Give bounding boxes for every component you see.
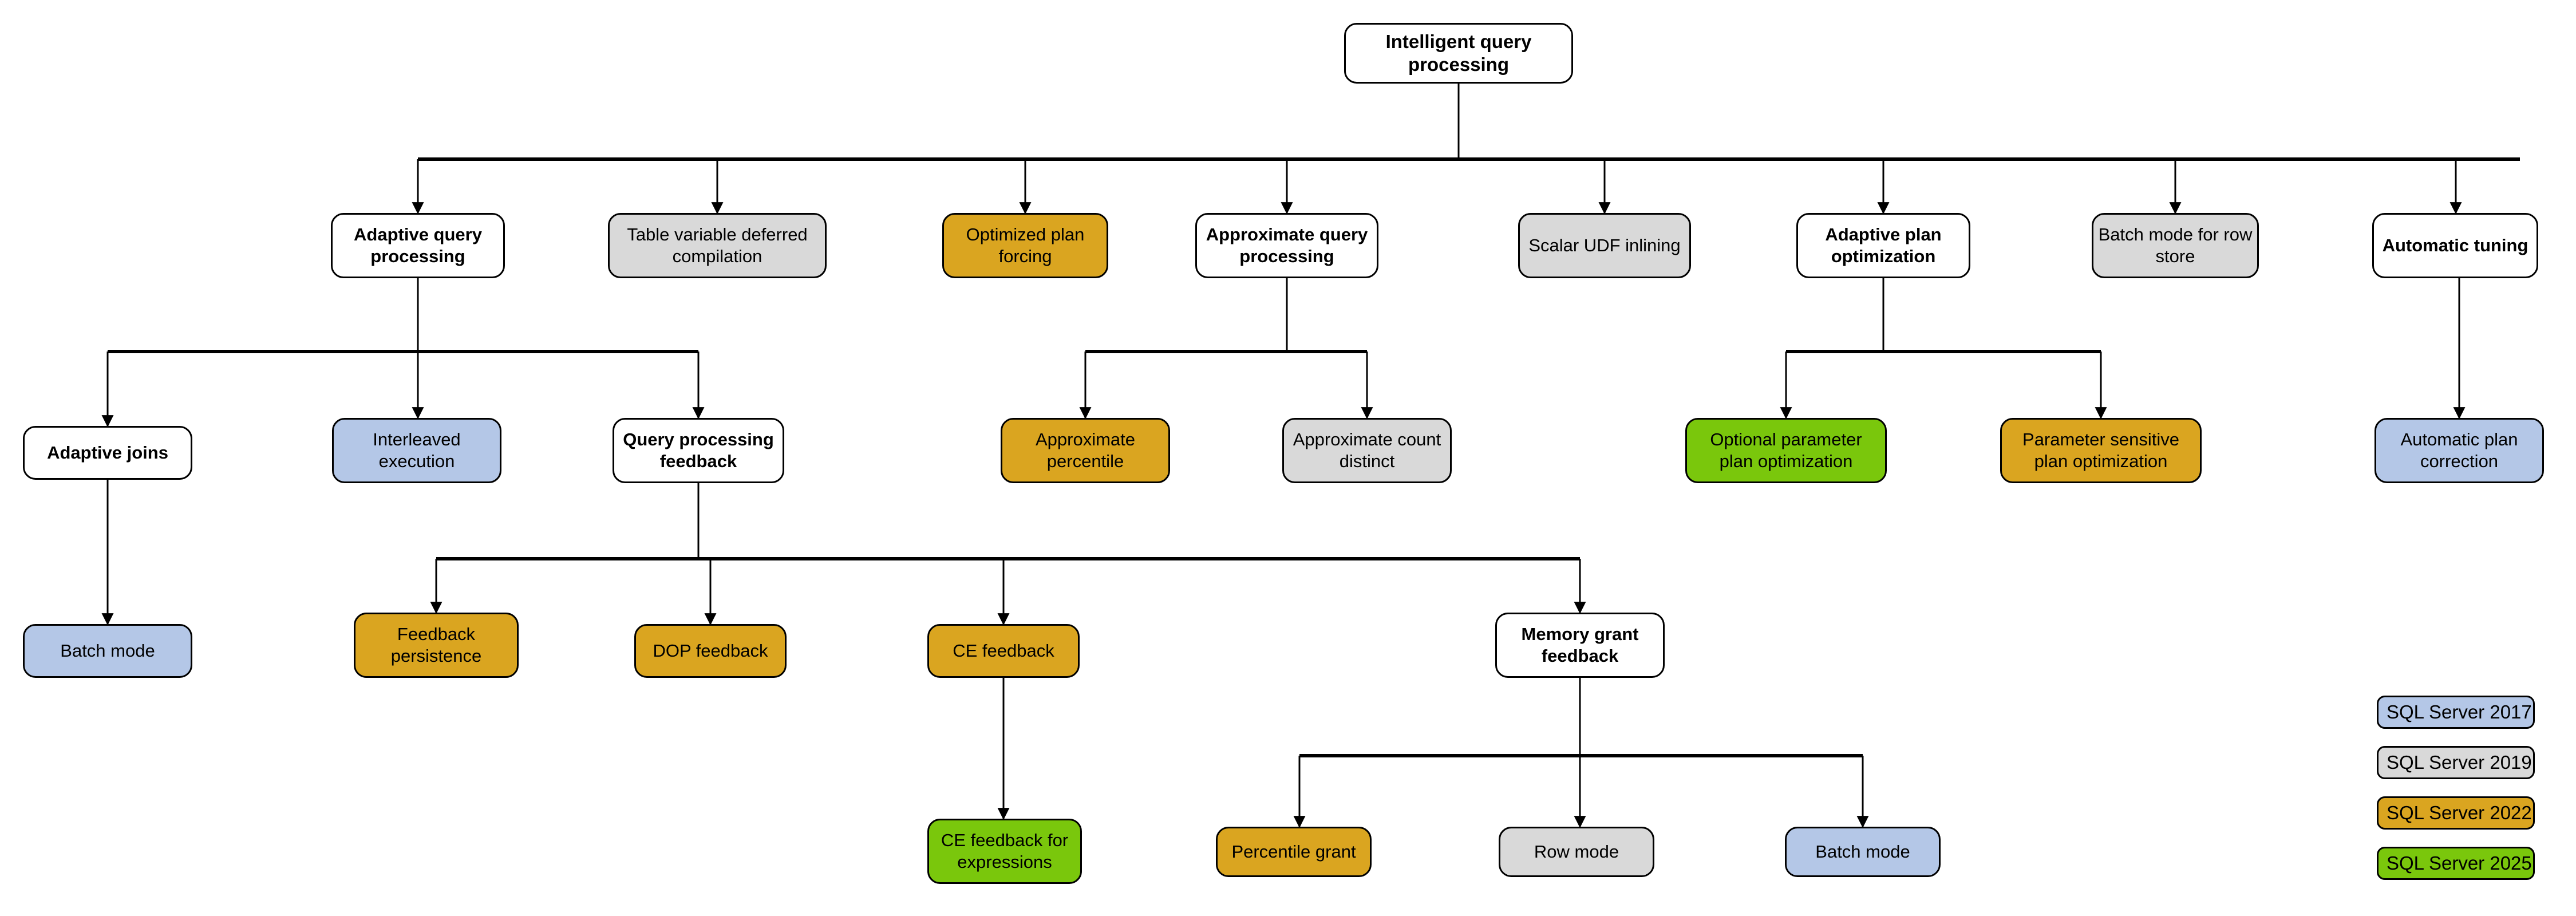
node-oppo[interactable]: Optional parameter plan optimization	[1685, 418, 1887, 483]
node-cefbexpr[interactable]: CE feedback for expressions	[927, 819, 1082, 884]
node-label: Approximate count distinct	[1293, 429, 1441, 471]
node-label: Table variable deferred compilation	[627, 224, 808, 266]
node-label: Approximate query processing	[1206, 224, 1368, 266]
node-label: CE feedback for expressions	[941, 830, 1069, 872]
node-mgf[interactable]: Memory grant feedback	[1495, 613, 1665, 678]
legend-item-label: SQL Server 2022	[2387, 802, 2532, 823]
node-label: Parameter sensitive plan optimization	[2022, 429, 2179, 471]
node-label: CE feedback	[953, 641, 1054, 661]
node-approxcd[interactable]: Approximate count distinct	[1282, 418, 1452, 483]
node-adaptivejoins[interactable]: Adaptive joins	[23, 426, 192, 480]
node-label: Optional parameter plan optimization	[1710, 429, 1862, 471]
node-root[interactable]: Intelligent query processing	[1344, 23, 1573, 84]
node-batchmode2[interactable]: Batch mode	[1785, 827, 1941, 877]
node-label: Automatic plan correction	[2400, 429, 2518, 471]
node-cefb[interactable]: CE feedback	[927, 624, 1080, 678]
legend-item-label: SQL Server 2019	[2387, 752, 2532, 773]
node-label: Memory grant feedback	[1521, 624, 1639, 666]
node-pspo[interactable]: Parameter sensitive plan optimization	[2000, 418, 2202, 483]
node-label: DOP feedback	[653, 641, 768, 661]
node-label: Row mode	[1534, 842, 1619, 862]
node-label: Adaptive plan optimization	[1825, 224, 1942, 266]
node-label: Interleaved execution	[373, 429, 461, 471]
legend-item-sql-server-2022[interactable]: SQL Server 2022	[2377, 796, 2535, 830]
node-aqp[interactable]: Adaptive query processing	[331, 213, 505, 278]
node-tvdc[interactable]: Table variable deferred compilation	[608, 213, 827, 278]
node-label: Batch mode	[60, 641, 155, 661]
node-label: Automatic tuning	[2382, 235, 2528, 256]
node-sudf[interactable]: Scalar UDF inlining	[1518, 213, 1691, 278]
node-label: Intelligent query processing	[1385, 30, 1532, 75]
edge-group	[101, 84, 2520, 828]
node-pctgrant[interactable]: Percentile grant	[1216, 827, 1372, 877]
node-opf[interactable]: Optimized plan forcing	[942, 213, 1108, 278]
legend-item-label: SQL Server 2025	[2387, 852, 2532, 874]
node-approxpct[interactable]: Approximate percentile	[1001, 418, 1170, 483]
node-label: Optimized plan forcing	[966, 224, 1085, 266]
node-label: Feedback persistence	[390, 624, 482, 666]
node-approx[interactable]: Approximate query processing	[1195, 213, 1378, 278]
legend-item-sql-server-2017[interactable]: SQL Server 2017	[2377, 696, 2535, 729]
node-apc[interactable]: Automatic plan correction	[2374, 418, 2544, 483]
node-label: Adaptive query processing	[354, 224, 482, 266]
node-qpf[interactable]: Query processing feedback	[613, 418, 784, 483]
node-label: Approximate percentile	[1035, 429, 1136, 471]
node-label: Query processing feedback	[623, 429, 774, 471]
node-apo[interactable]: Adaptive plan optimization	[1796, 213, 1970, 278]
node-label: Adaptive joins	[47, 443, 168, 463]
legend-item-sql-server-2025[interactable]: SQL Server 2025	[2377, 847, 2535, 880]
node-fbpersist[interactable]: Feedback persistence	[354, 613, 519, 678]
node-dopfb[interactable]: DOP feedback	[634, 624, 787, 678]
node-label: Percentile grant	[1231, 842, 1356, 862]
node-autotune[interactable]: Automatic tuning	[2372, 213, 2538, 278]
node-interleaved[interactable]: Interleaved execution	[332, 418, 501, 483]
node-rowmode[interactable]: Row mode	[1499, 827, 1654, 877]
node-batchmode1[interactable]: Batch mode	[23, 624, 192, 678]
legend-item-label: SQL Server 2017	[2387, 701, 2532, 722]
node-label: Batch mode for row store	[2098, 224, 2253, 266]
node-bmrs[interactable]: Batch mode for row store	[2092, 213, 2259, 278]
node-label: Batch mode	[1815, 842, 1910, 862]
node-label: Scalar UDF inlining	[1528, 235, 1681, 256]
legend-item-sql-server-2019[interactable]: SQL Server 2019	[2377, 746, 2535, 779]
